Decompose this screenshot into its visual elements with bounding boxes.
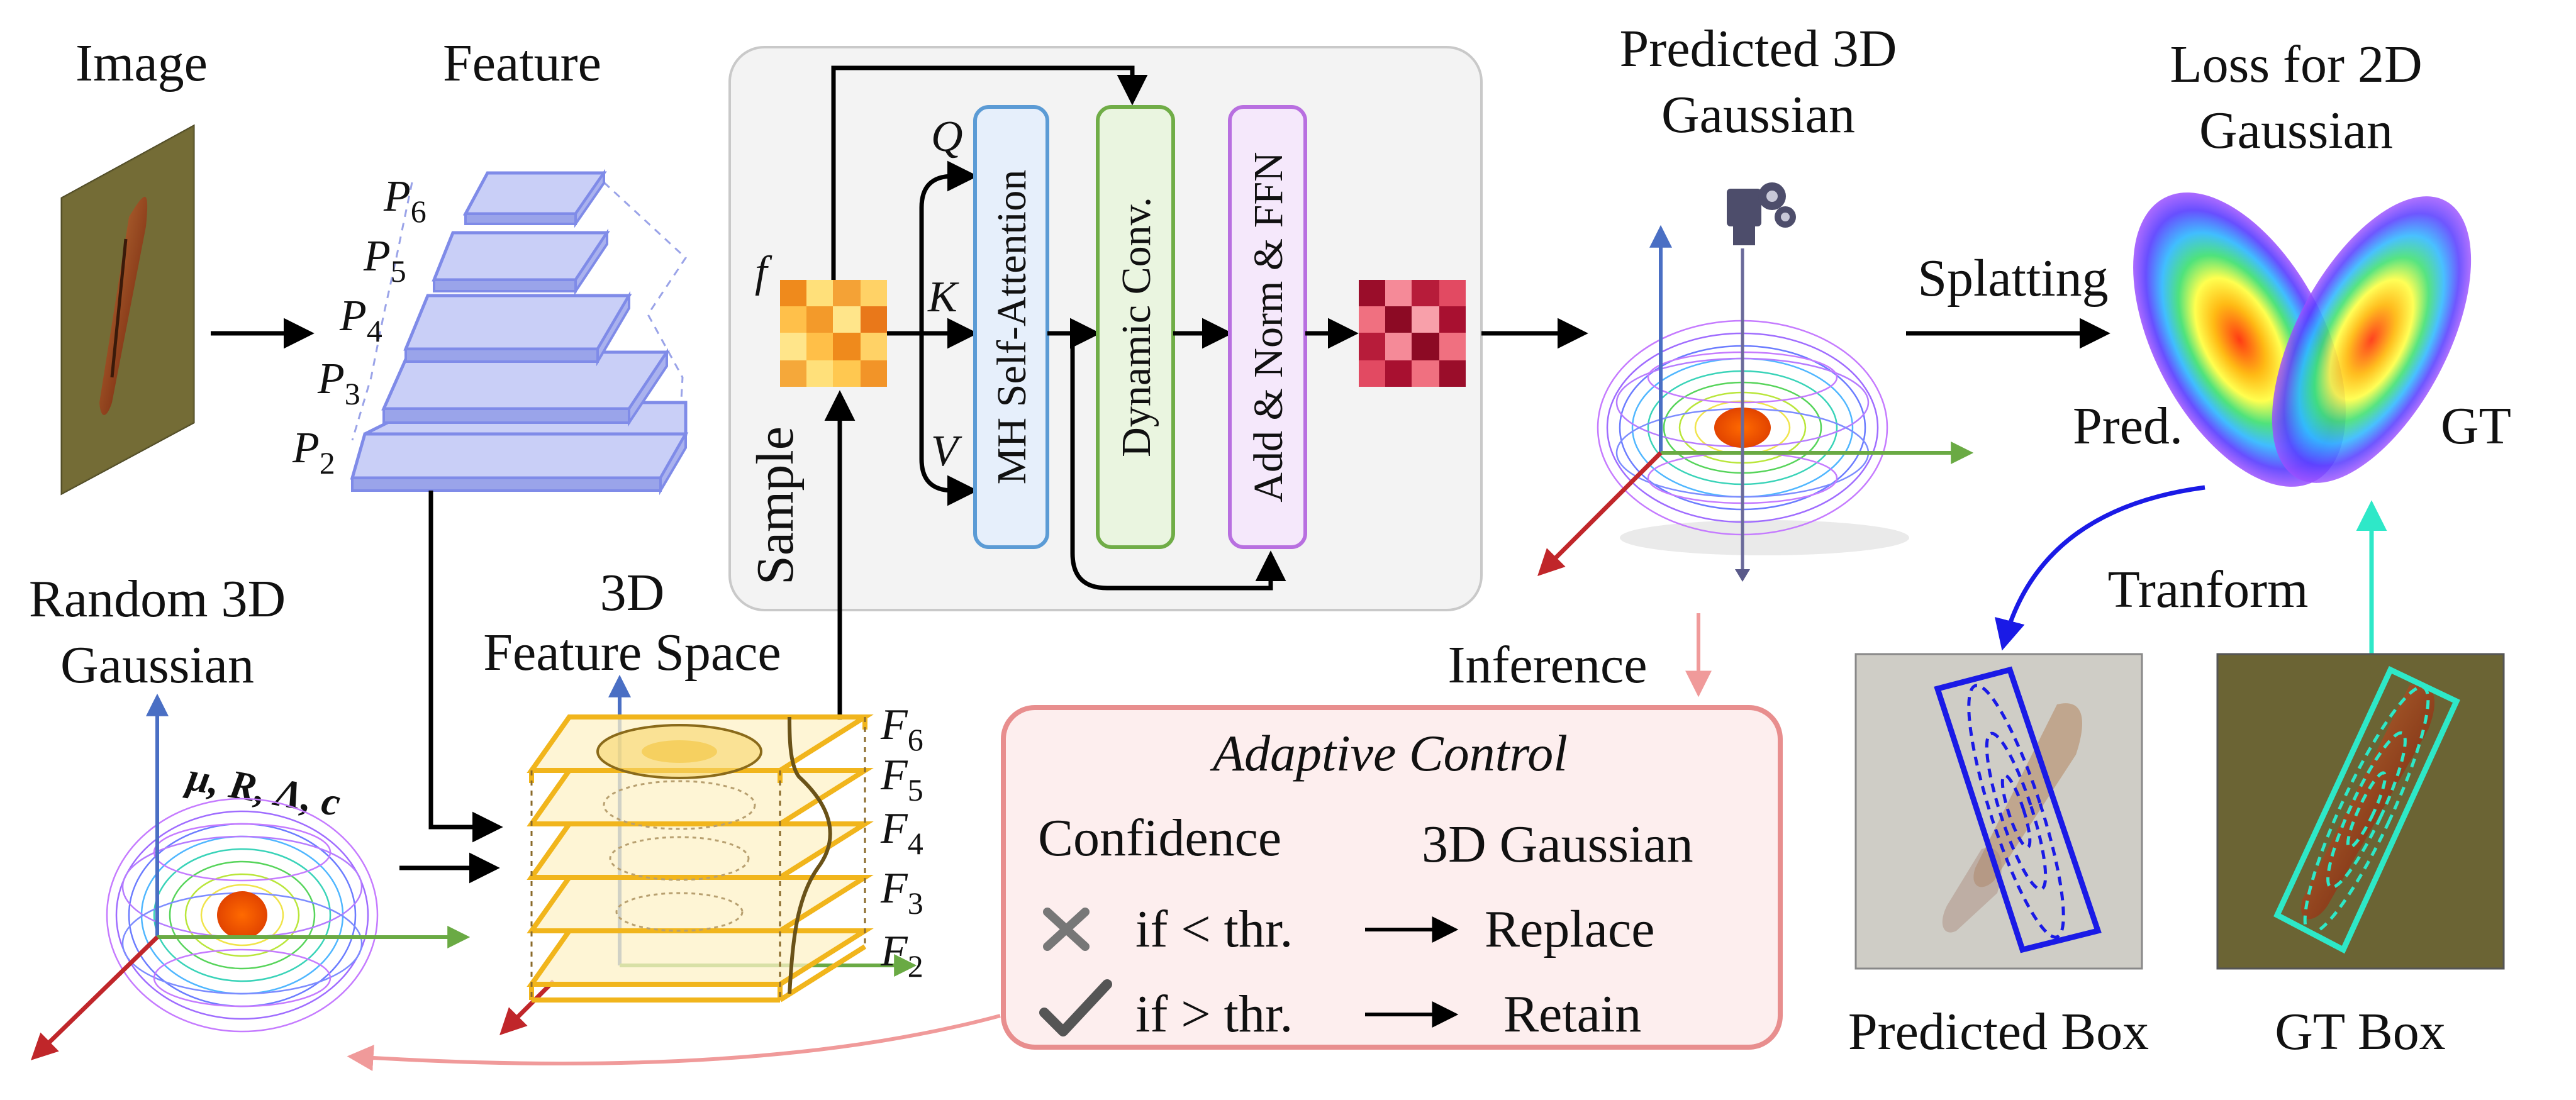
- dynconv-label: Dynamic Conv.: [1113, 197, 1159, 457]
- label-f4: F4: [880, 804, 923, 861]
- feature-title: Feature: [443, 34, 601, 92]
- arrow-q: [919, 160, 978, 333]
- 3d-feature-space: [499, 674, 917, 1035]
- dynconv-block: [1096, 105, 1175, 549]
- adaptive-control-box: [1001, 705, 1783, 1050]
- label-p4: P4: [339, 292, 382, 348]
- row1-action: Replace: [1485, 900, 1655, 958]
- attention-block: [973, 105, 1049, 549]
- random-title-line2: Gaussian: [60, 636, 254, 694]
- input-image: [60, 124, 195, 496]
- arrow-adaptive-feedback: [347, 1014, 1001, 1072]
- gt-box-image: [2216, 653, 2505, 970]
- loss-2d-gaussians: [2133, 192, 2472, 487]
- random-title-line1: Random 3D: [29, 570, 286, 628]
- cross-icon: [1043, 908, 1090, 951]
- gt-label: GT: [2441, 397, 2511, 455]
- gaussian-params-label: μ, R, Λ, c: [182, 753, 344, 825]
- adaptive-title: Adaptive Control: [1210, 725, 1568, 782]
- confidence-header: Confidence: [1038, 809, 1281, 867]
- row2-condition: if > thr.: [1135, 985, 1293, 1043]
- space-title-line2: Feature Space: [483, 623, 781, 682]
- space-title-line1: 3D: [600, 564, 665, 622]
- arrow-f-to-dynconv: [831, 65, 1148, 280]
- gaussian-header: 3D Gaussian: [1422, 815, 1693, 874]
- row2-action: Retain: [1503, 985, 1641, 1043]
- predicted-3d-gaussian: [1537, 225, 1974, 582]
- addnorm-block: [1228, 105, 1307, 549]
- pyramid-labels: P6 P5 P4 P3 P2: [292, 172, 427, 481]
- row1-condition: if < thr.: [1135, 900, 1293, 958]
- q-label: Q: [931, 113, 963, 161]
- label-f6: F6: [880, 701, 923, 757]
- label-f3: F3: [880, 864, 923, 921]
- addnorm-label: Add & Norm & FFN: [1246, 152, 1291, 502]
- feature-pyramid: [350, 169, 689, 496]
- k-label: K: [927, 273, 959, 321]
- predicted-box-label: Predicted Box: [1848, 1003, 2149, 1061]
- loss-title-line1: Loss for 2D: [2170, 35, 2422, 94]
- label-f2: F2: [880, 927, 923, 984]
- camera-icon: [1727, 182, 1796, 245]
- random-3d-gaussian: [30, 693, 471, 1060]
- gt-box-label: GT Box: [2275, 1003, 2445, 1061]
- arrow-residual: [1070, 331, 1286, 591]
- arrow-pred-to-box: [1995, 485, 2205, 651]
- v-label: V: [931, 427, 962, 475]
- sampled-feature-grid: [780, 280, 887, 387]
- check-icon: [1039, 979, 1112, 1036]
- label-p5: P5: [363, 232, 406, 289]
- predicted-box-image: [1854, 653, 2143, 970]
- pred-label: Pred.: [2073, 397, 2183, 455]
- output-feature-grid: [1359, 280, 1466, 387]
- sample-label: Sample: [746, 426, 805, 585]
- inference-label: Inference: [1447, 636, 1647, 694]
- arrow-v: [919, 333, 978, 506]
- label-p6: P6: [383, 172, 427, 229]
- predicted-title-line2: Gaussian: [1661, 86, 1855, 144]
- space-level-labels: F6 F5 F4 F3 F2: [880, 701, 923, 984]
- label-p3: P3: [317, 355, 360, 411]
- loss-title-line2: Gaussian: [2199, 101, 2393, 160]
- image-title: Image: [75, 34, 208, 92]
- arrow-pyramid-to-space: [428, 491, 503, 843]
- splatting-label: Splatting: [1917, 249, 2108, 308]
- label-p2: P2: [292, 424, 335, 481]
- predicted-title-line1: Predicted 3D: [1620, 19, 1897, 78]
- attention-label: MH Self-Attention: [989, 170, 1035, 484]
- label-f5: F5: [880, 751, 923, 808]
- tranform-label: Tranform: [2108, 560, 2309, 619]
